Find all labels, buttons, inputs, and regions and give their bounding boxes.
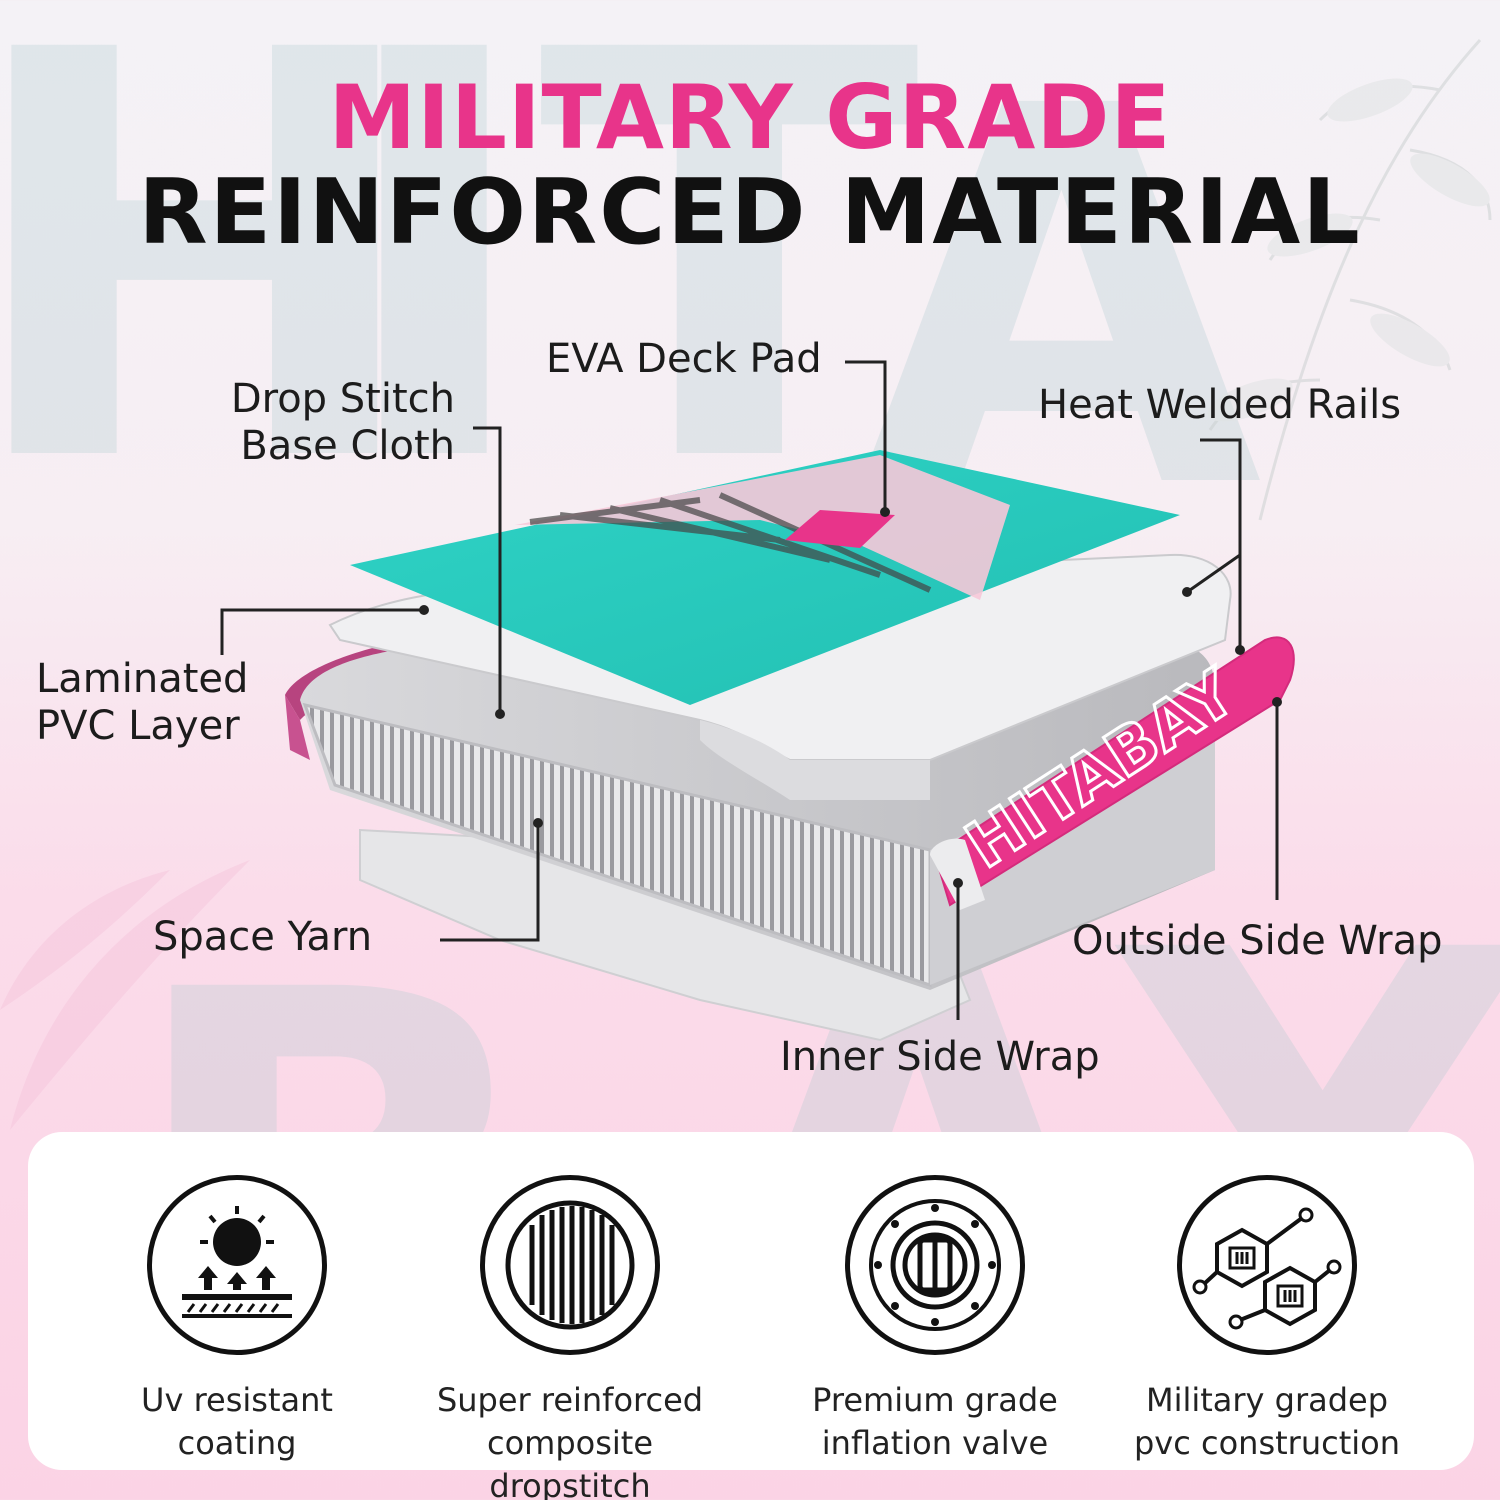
valve-icon: [845, 1175, 1025, 1355]
feature-dropstitch: Super reinforced composite dropstitch: [405, 1175, 735, 1500]
title-line-1: MILITARY GRADE: [328, 66, 1172, 169]
feature-valve-line1: Premium grade: [812, 1381, 1058, 1419]
dropstitch-icon: [480, 1175, 660, 1355]
leaf-decoration-icon: [1207, 38, 1492, 521]
label-inner-side-wrap: Inner Side Wrap: [780, 1034, 1100, 1080]
feature-dropstitch-line1: Super reinforced: [436, 1381, 704, 1419]
board-layers-diagram: HITABAY: [220, 360, 1295, 1042]
feature-uv-line1: Uv resistant: [141, 1381, 333, 1419]
feature-valve-line2: inflation valve: [821, 1424, 1049, 1462]
label-space-yarn: Space Yarn: [153, 914, 373, 960]
feature-molecule: Military gradep pvc construction: [1102, 1175, 1432, 1465]
label-laminated-pvc: Laminated PVC Layer: [36, 656, 248, 750]
feature-uv: Uv resistant coating: [72, 1175, 402, 1465]
label-eva-deck-pad: EVA Deck Pad: [546, 336, 822, 382]
feature-molecule-line1: Military gradep: [1145, 1381, 1389, 1419]
title-line-2: REINFORCED MATERIAL: [138, 160, 1362, 265]
feature-dropstitch-line2: composite dropstitch: [486, 1424, 654, 1500]
label-drop-stitch: Drop Stitch Base Cloth: [200, 376, 455, 470]
label-laminated-line1: Laminated: [36, 656, 249, 702]
feature-molecule-line2: pvc construction: [1133, 1424, 1400, 1462]
label-drop-stitch-line1: Drop Stitch: [230, 376, 455, 422]
feature-valve: Premium grade inflation valve: [770, 1175, 1100, 1465]
label-heat-welded-rails: Heat Welded Rails: [1038, 382, 1402, 428]
label-outside-side-wrap: Outside Side Wrap: [1072, 918, 1443, 964]
uv-sun-icon: [147, 1175, 327, 1355]
label-laminated-line2: PVC Layer: [36, 703, 240, 749]
label-drop-stitch-line2: Base Cloth: [240, 423, 455, 469]
feature-uv-line2: coating: [177, 1424, 297, 1462]
molecule-icon: [1177, 1175, 1357, 1355]
leaf-decoration-icon: [0, 860, 250, 1130]
